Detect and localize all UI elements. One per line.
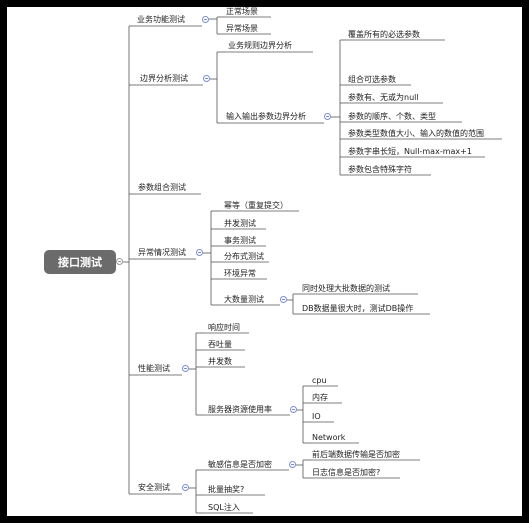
leaf-node[interactable]: 参数字串长短，Null-max-max+1 <box>348 147 472 156</box>
leaf-node[interactable]: DB数据量很大时，测试DB操作 <box>302 304 414 313</box>
leaf-node[interactable]: 分布式测试 <box>224 252 264 261</box>
security-sensitive[interactable]: 敏感信息是否加密 <box>208 460 272 469</box>
collapse-toggle-icon[interactable] <box>116 258 123 265</box>
leaf-node[interactable]: 内存 <box>312 393 328 402</box>
leaf-node[interactable]: 前后端数据传输是否加密 <box>312 450 400 459</box>
leaf-node[interactable]: 批量抽奖? <box>208 485 245 494</box>
leaf-node[interactable]: 幂等（重复提交） <box>224 201 288 210</box>
leaf-node[interactable]: 正常场景 <box>226 7 258 16</box>
branch-exception[interactable]: 异常情况测试 <box>138 248 186 257</box>
boundary-io[interactable]: 输入输出参数边界分析 <box>226 112 306 121</box>
collapse-toggle-icon[interactable] <box>324 113 331 120</box>
collapse-toggle-icon[interactable] <box>182 484 189 491</box>
mindmap-canvas: 接口测试 业务功能测试 边界分析测试 参数组合测试 异常情况测试 性能测试 安全… <box>7 7 522 516</box>
leaf-node[interactable]: 异常场景 <box>226 24 258 33</box>
leaf-node[interactable]: 环境异常 <box>224 269 256 278</box>
collapse-toggle-icon[interactable] <box>280 296 287 303</box>
leaf-node[interactable]: 事务测试 <box>224 236 256 245</box>
leaf-node[interactable]: Network <box>312 433 346 442</box>
leaf-node[interactable]: 同时处理大批数据的测试 <box>302 284 390 293</box>
exception-bulk[interactable]: 大数量测试 <box>224 295 264 304</box>
branch-boundary[interactable]: 边界分析测试 <box>140 74 188 83</box>
collapse-toggle-icon[interactable] <box>196 249 203 256</box>
branch-combination[interactable]: 参数组合测试 <box>138 183 186 192</box>
leaf-node[interactable]: IO <box>312 412 321 421</box>
leaf-node[interactable]: 参数类型数值大小、输入的数值的范围 <box>348 129 484 138</box>
leaf-node[interactable]: 吞吐量 <box>208 340 232 349</box>
performance-resource[interactable]: 服务器资源使用率 <box>208 405 272 414</box>
root-node[interactable]: 接口测试 <box>44 250 116 274</box>
leaf-node[interactable]: 日志信息是否加密? <box>312 468 381 477</box>
leaf-node[interactable]: 响应时间 <box>208 323 240 332</box>
collapse-toggle-icon[interactable] <box>203 75 210 82</box>
branch-security[interactable]: 安全测试 <box>138 483 170 492</box>
collapse-toggle-icon[interactable] <box>289 461 296 468</box>
leaf-node[interactable]: SQL注入 <box>208 503 240 512</box>
leaf-node[interactable]: 参数包含特殊字符 <box>348 165 412 174</box>
leaf-node[interactable]: 参数的顺序、个数、类型 <box>348 112 436 121</box>
leaf-node[interactable]: 覆盖所有的必选参数 <box>348 30 420 39</box>
collapse-toggle-icon[interactable] <box>290 406 297 413</box>
branch-performance[interactable]: 性能测试 <box>138 364 170 373</box>
branch-functional[interactable]: 业务功能测试 <box>137 15 185 24</box>
leaf-node[interactable]: 参数有、无或为null <box>348 93 419 102</box>
boundary-rule[interactable]: 业务规则边界分析 <box>228 41 292 50</box>
leaf-node[interactable]: 并发数 <box>208 357 232 366</box>
leaf-node[interactable]: 组合可选参数 <box>348 75 396 84</box>
collapse-toggle-icon[interactable] <box>182 365 189 372</box>
connector-lines <box>123 16 502 514</box>
leaf-node[interactable]: cpu <box>312 376 327 385</box>
leaf-node[interactable]: 并发测试 <box>224 219 256 228</box>
collapse-toggle-icon[interactable] <box>202 16 209 23</box>
